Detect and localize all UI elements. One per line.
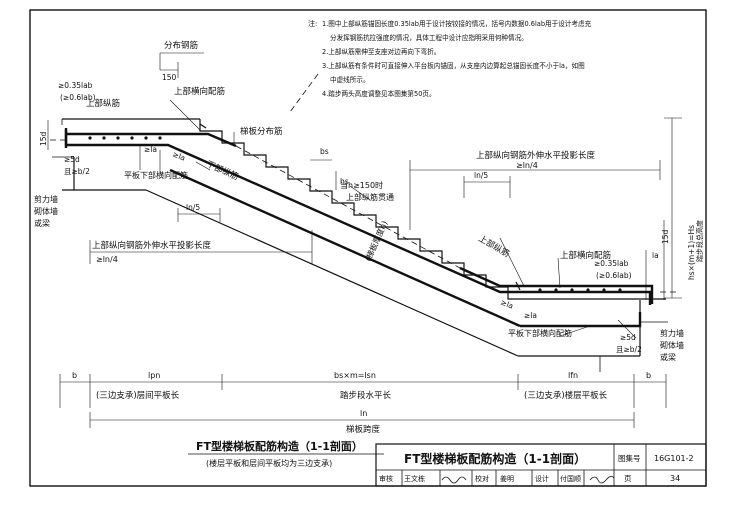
dimensions	[47, 52, 682, 428]
svg-text:中虚线所示。: 中虚线所示。	[330, 75, 370, 84]
svg-text:剪力墙: 剪力墙	[34, 194, 58, 204]
svg-text:梯板分布筋: 梯板分布筋	[240, 126, 283, 137]
svg-text:上部纵向钢筋外伸水平投影长度: 上部纵向钢筋外伸水平投影长度	[476, 150, 596, 161]
svg-text:hs×(m+1)=Hs: hs×(m+1)=Hs	[687, 225, 696, 280]
svg-text:踏步段总高度: 踏步段总高度	[695, 220, 704, 262]
svg-text:4.踏步两头高度调整见本图集第50页。: 4.踏步两头高度调整见本图集第50页。	[322, 89, 436, 98]
svg-text:下部纵筋: 下部纵筋	[205, 159, 241, 183]
reinforcement	[50, 73, 680, 328]
svg-text:当h≥150时: 当h≥150时	[340, 180, 383, 190]
svg-text:b: b	[72, 371, 77, 380]
svg-text:(≥0.6lab): (≥0.6lab)	[596, 271, 632, 280]
svg-text:(三边支承)楼层平板长: (三边支承)楼层平板长	[524, 390, 608, 401]
svg-text:平板下部横向配筋: 平板下部横向配筋	[508, 328, 572, 338]
svg-text:王文栋: 王文栋	[404, 474, 425, 483]
svg-text:平板下部横向配筋: 平板下部横向配筋	[124, 170, 188, 180]
svg-text:b: b	[646, 371, 651, 380]
svg-text:图集号: 图集号	[618, 453, 641, 463]
svg-text:校对: 校对	[475, 474, 489, 483]
sheet-frame	[29, 9, 707, 487]
svg-text:FT型楼梯板配筋构造（1-1剖面）: FT型楼梯板配筋构造（1-1剖面）	[404, 451, 586, 466]
svg-text:3.上部纵筋有条件时可直接伸入平台板内锚固，从支座内边算起总: 3.上部纵筋有条件时可直接伸入平台板内锚固，从支座内边算起总锚固长度不小于la，…	[322, 61, 585, 70]
svg-text:踏步段水平长: 踏步段水平长	[340, 390, 392, 401]
svg-text:34: 34	[670, 474, 680, 483]
svg-text:≥la: ≥la	[144, 145, 157, 154]
svg-text:上部纵筋贯通: 上部纵筋贯通	[346, 192, 394, 202]
svg-text:剪力墙: 剪力墙	[660, 328, 684, 338]
svg-text:16G101-2: 16G101-2	[654, 454, 694, 463]
svg-text:且≥b/2: 且≥b/2	[616, 345, 642, 354]
svg-text:≥5d: ≥5d	[620, 333, 636, 342]
svg-text:bs: bs	[320, 147, 329, 156]
svg-text:或梁: 或梁	[660, 352, 676, 362]
svg-text:或梁: 或梁	[34, 218, 50, 228]
svg-text:ln: ln	[360, 409, 367, 418]
svg-text:(楼层平板和层间平板均为三边支承): (楼层平板和层间平板均为三边支承)	[206, 458, 332, 468]
svg-text:≥5d: ≥5d	[64, 155, 80, 164]
svg-text:梯板跨度: 梯板跨度	[346, 424, 381, 435]
svg-text:(≥0.6lab): (≥0.6lab)	[60, 93, 96, 102]
svg-text:姜明: 姜明	[500, 474, 514, 483]
svg-text:ln/5: ln/5	[474, 171, 488, 180]
svg-text:2.上部纵筋需伸至支座对边再向下弯折。: 2.上部纵筋需伸至支座对边再向下弯折。	[322, 47, 440, 56]
svg-text:且≥b/2: 且≥b/2	[64, 167, 90, 176]
svg-text:la: la	[652, 251, 659, 260]
svg-text:FT型楼梯板配筋构造（1-1剖面）: FT型楼梯板配筋构造（1-1剖面）	[196, 439, 363, 453]
svg-text:上部纵向钢筋外伸水平投影长度: 上部纵向钢筋外伸水平投影长度	[92, 240, 212, 251]
svg-text:150: 150	[162, 73, 177, 82]
drawing-caption: FT型楼梯板配筋构造（1-1剖面） (楼层平板和层间平板均为三边支承)	[188, 439, 384, 468]
notes-block: 注: 1.图中上部纵筋锚固长度0.35lab用于设计按铰接的情况，括号内数据0.…	[308, 19, 592, 98]
svg-text:页: 页	[624, 474, 632, 483]
svg-text:≥ln/4: ≥ln/4	[516, 161, 538, 170]
svg-text:ln/5: ln/5	[186, 203, 200, 212]
distribution-bar-dots	[88, 136, 622, 292]
svg-text:1.图中上部纵筋锚固长度0.35lab用于设计按铰接的情况，: 1.图中上部纵筋锚固长度0.35lab用于设计按铰接的情况，括号内数据0.6la…	[322, 19, 592, 28]
svg-text:分布钢筋: 分布钢筋	[164, 40, 198, 51]
svg-text:(三边支承)层间平板长: (三边支承)层间平板长	[96, 390, 180, 401]
svg-text:砌体墙: 砌体墙	[34, 206, 58, 216]
signature-review	[441, 476, 467, 484]
svg-text:设计: 设计	[535, 474, 549, 483]
svg-text:分发挥钢筋抗拉强度的情况，具体工程中设计应指明采用何种情况。: 分发挥钢筋抗拉强度的情况，具体工程中设计应指明采用何种情况。	[330, 33, 528, 42]
svg-text:注:: 注:	[308, 19, 317, 28]
svg-text:≥la: ≥la	[524, 311, 537, 320]
svg-text:lpn: lpn	[148, 371, 160, 380]
svg-text:hs: hs	[340, 177, 349, 186]
svg-text:上部纵筋: 上部纵筋	[86, 98, 120, 109]
svg-text:审核: 审核	[379, 474, 393, 483]
signature-design	[589, 476, 615, 484]
title-block: FT型楼梯板配筋构造（1-1剖面） 图集号 16G101-2 审核 王文栋 校对…	[375, 443, 707, 487]
concrete-outline	[52, 118, 668, 372]
svg-text:≥0.35lab: ≥0.35lab	[594, 259, 629, 268]
svg-text:lfn: lfn	[568, 371, 578, 380]
svg-text:上部纵筋: 上部纵筋	[477, 233, 512, 260]
svg-text:付国顺: 付国顺	[560, 474, 581, 483]
svg-text:≥ln/4: ≥ln/4	[96, 255, 118, 264]
svg-text:上部横向配筋: 上部横向配筋	[174, 86, 225, 97]
svg-text:bs×m=lsn: bs×m=lsn	[334, 371, 376, 380]
svg-text:15d: 15d	[39, 131, 48, 146]
svg-text:15d: 15d	[661, 229, 670, 244]
svg-text:上部横向配筋: 上部横向配筋	[560, 250, 611, 261]
svg-text:≥0.35lab: ≥0.35lab	[58, 81, 93, 90]
svg-text:砌体墙: 砌体墙	[660, 340, 684, 350]
drawing-labels: 分布钢筋 150 ≥0.35lab (≥0.6lab) 上部横向配筋 上部纵筋 …	[34, 40, 704, 435]
